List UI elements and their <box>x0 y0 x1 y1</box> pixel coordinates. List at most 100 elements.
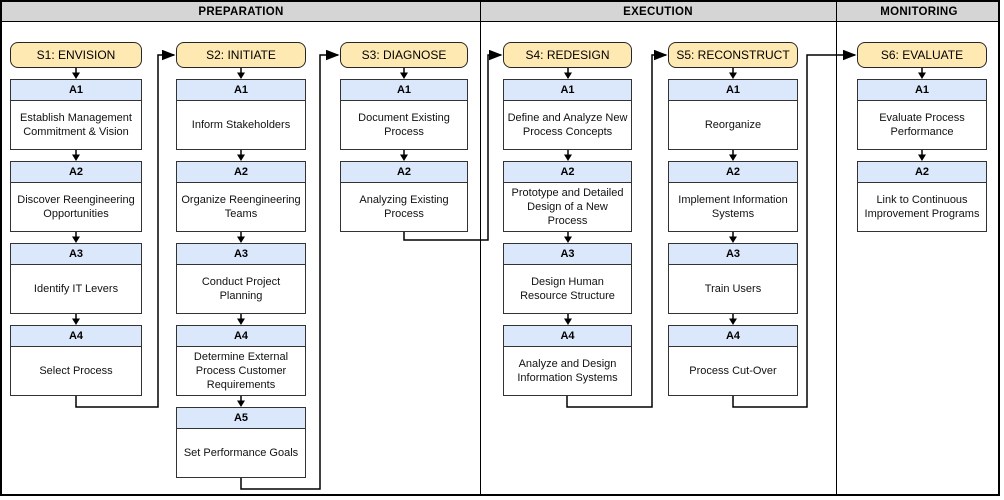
activity-box-s3-a2: A2 Analyzing Existing Process <box>340 161 468 232</box>
down-arrow-icon <box>857 68 987 79</box>
down-arrow-icon <box>668 232 798 243</box>
activity-box-s2-a1: A1 Inform Stakeholders <box>176 79 306 150</box>
activity-box-s4-a4: A4 Analyze and Design Information System… <box>503 325 632 396</box>
activity-box-s2-a5: A5 Set Performance Goals <box>176 407 306 478</box>
down-arrow-icon <box>176 150 306 161</box>
phase-divider <box>480 2 481 494</box>
activity-text: Evaluate Process Performance <box>879 111 965 138</box>
stage-header-s6: S6: EVALUATE <box>857 42 987 68</box>
activity-text: Train Users <box>704 282 762 295</box>
activity-code: A3 <box>504 244 631 265</box>
activity-box-s2-a3: A3 Conduct Project Planning <box>176 243 306 314</box>
activity-code: A2 <box>669 162 797 183</box>
activity-code: A1 <box>177 80 305 101</box>
stage-header-s4: S4: REDESIGN <box>503 42 632 68</box>
phase-header-monitoring: MONITORING <box>880 6 958 18</box>
activity-box-s4-a3: A3 Design Human Resource Structure <box>503 243 632 314</box>
activity-code: A1 <box>341 80 467 101</box>
down-arrow-icon <box>503 150 632 161</box>
activity-text: Process Cut-Over <box>689 364 777 377</box>
down-arrow-icon <box>10 150 142 161</box>
down-arrow-icon <box>10 314 142 325</box>
activity-box-s5-a2: A2 Implement Information Systems <box>668 161 798 232</box>
down-arrow-icon <box>340 150 468 161</box>
activity-code: A3 <box>669 244 797 265</box>
activity-text: Reorganize <box>704 118 762 131</box>
activity-code: A1 <box>858 80 986 101</box>
stage-column-s3: S3: DIAGNOSE A1 Document Existing Proces… <box>340 42 468 232</box>
down-arrow-icon <box>340 68 468 79</box>
stage-column-s5: S5: RECONSTRUCT A1 Reorganize A2 Impleme… <box>668 42 798 396</box>
activity-text: Identify IT Levers <box>33 282 119 295</box>
activity-text: Establish Management Commitment & Vision <box>20 111 132 138</box>
activity-box-s6-a2: A2 Link to Continuous Improvement Progra… <box>857 161 987 232</box>
activity-box-s5-a1: A1 Reorganize <box>668 79 798 150</box>
stage-column-s2: S2: INITIATE A1 Inform Stakeholders A2 O… <box>176 42 306 478</box>
activity-box-s4-a2: A2 Prototype and Detailed Design of a Ne… <box>503 161 632 232</box>
activity-text: Implement Information Systems <box>678 193 788 220</box>
activity-box-s1-a1: A1 Establish Management Commitment & Vis… <box>10 79 142 150</box>
activity-code: A4 <box>669 326 797 347</box>
activity-text: Analyze and Design Information Systems <box>517 357 618 384</box>
phase-divider <box>836 2 837 494</box>
activity-code: A2 <box>504 162 631 183</box>
activity-box-s6-a1: A1 Evaluate Process Performance <box>857 79 987 150</box>
stage-header-s3: S3: DIAGNOSE <box>340 42 468 68</box>
down-arrow-icon <box>503 68 632 79</box>
activity-code: A5 <box>177 408 305 429</box>
down-arrow-icon <box>10 68 142 79</box>
activity-code: A2 <box>11 162 141 183</box>
activity-code: A2 <box>858 162 986 183</box>
down-arrow-icon <box>176 232 306 243</box>
activity-code: A4 <box>11 326 141 347</box>
activity-box-s3-a1: A1 Document Existing Process <box>340 79 468 150</box>
down-arrow-icon <box>668 314 798 325</box>
activity-code: A2 <box>177 162 305 183</box>
phase-header-preparation: PREPARATION <box>198 6 284 18</box>
down-arrow-icon <box>10 232 142 243</box>
activity-code: A4 <box>177 326 305 347</box>
activity-text: Define and Analyze New Process Concepts <box>507 111 628 138</box>
activity-box-s1-a4: A4 Select Process <box>10 325 142 396</box>
activity-text: Organize Reengineering Teams <box>181 193 301 220</box>
activity-text: Document Existing Process <box>358 111 450 138</box>
down-arrow-icon <box>176 396 306 407</box>
stage-header-s5: S5: RECONSTRUCT <box>668 42 798 68</box>
activity-text: Discover Reengineering Opportunities <box>17 193 135 220</box>
activity-box-s5-a3: A3 Train Users <box>668 243 798 314</box>
activity-box-s4-a1: A1 Define and Analyze New Process Concep… <box>503 79 632 150</box>
down-arrow-icon <box>503 232 632 243</box>
activity-text: Conduct Project Planning <box>201 275 281 302</box>
down-arrow-icon <box>857 150 987 161</box>
activity-code: A1 <box>504 80 631 101</box>
stage-column-s4: S4: REDESIGN A1 Define and Analyze New P… <box>503 42 632 396</box>
down-arrow-icon <box>668 68 798 79</box>
activity-text: Determine External Process Customer Requ… <box>193 350 289 392</box>
activity-text: Set Performance Goals <box>183 446 299 459</box>
activity-box-s1-a3: A3 Identify IT Levers <box>10 243 142 314</box>
activity-text: Select Process <box>39 364 113 377</box>
phase-header-execution: EXECUTION <box>623 6 693 18</box>
activity-text: Inform Stakeholders <box>191 118 291 131</box>
down-arrow-icon <box>176 68 306 79</box>
activity-box-s5-a4: A4 Process Cut-Over <box>668 325 798 396</box>
activity-code: A4 <box>504 326 631 347</box>
activity-code: A3 <box>11 244 141 265</box>
activity-text: Prototype and Detailed Design of a New P… <box>511 186 624 228</box>
down-arrow-icon <box>668 150 798 161</box>
stage-header-s2: S2: INITIATE <box>176 42 306 68</box>
activity-text: Design Human Resource Structure <box>520 275 615 302</box>
activity-box-s1-a2: A2 Discover Reengineering Opportunities <box>10 161 142 232</box>
activity-box-s2-a4: A4 Determine External Process Customer R… <box>176 325 306 396</box>
activity-code: A2 <box>341 162 467 183</box>
activity-text: Link to Continuous Improvement Programs <box>864 193 980 220</box>
stage-column-s1: S1: ENVISION A1 Establish Management Com… <box>10 42 142 396</box>
activity-code: A1 <box>669 80 797 101</box>
down-arrow-icon <box>176 314 306 325</box>
activity-code: A3 <box>177 244 305 265</box>
phase-band <box>2 2 998 22</box>
stage-column-s6: S6: EVALUATE A1 Evaluate Process Perform… <box>857 42 987 232</box>
down-arrow-icon <box>503 314 632 325</box>
